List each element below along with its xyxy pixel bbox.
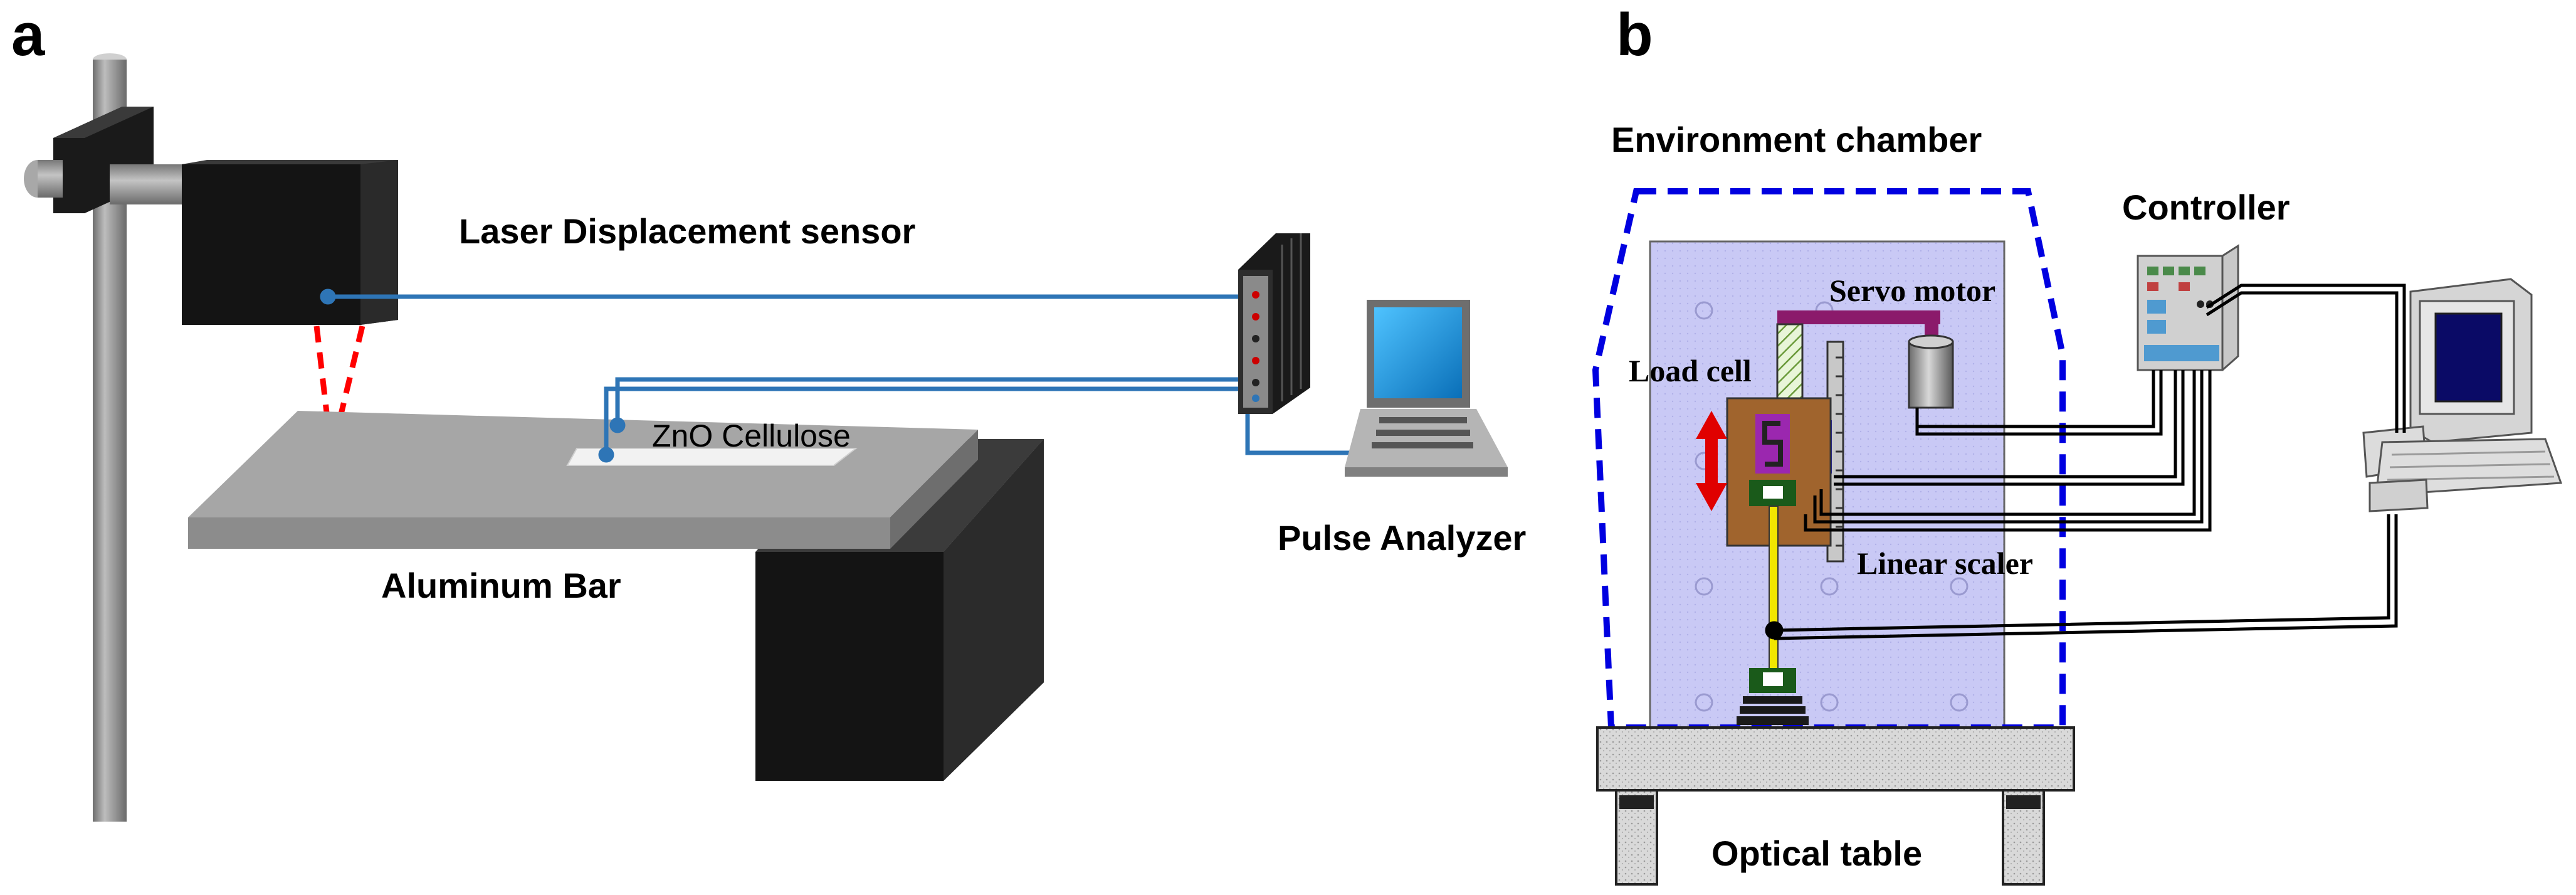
environment-chamber-boundary: [1592, 188, 2066, 731]
panel-a: a: [11, 1, 1526, 822]
pulse-analyzer-label: Pulse Analyzer: [1278, 518, 1526, 558]
panel-b: b Environment chamber Controller Servo m…: [1592, 1, 2563, 886]
zno-cellulose-sample: [566, 448, 858, 466]
laser-sensor: [182, 160, 398, 325]
stand-arm: [110, 164, 185, 204]
sample-label: ZnO Cellulose: [652, 418, 851, 453]
sample-holder: [1726, 397, 1832, 547]
controller-unit: [2137, 244, 2239, 371]
motion-arrow-icon: [1696, 411, 1727, 511]
linear-scaler-label: Linear scaler: [1857, 546, 2033, 581]
load-cell-label: Load cell: [1629, 353, 1752, 388]
controller-label: Controller: [2122, 188, 2290, 227]
chamber-label: Environment chamber: [1611, 120, 1982, 159]
pull-rod: [1769, 506, 1779, 676]
load-cell: [1776, 323, 1804, 401]
optical-table-label: Optical table: [1711, 834, 1922, 873]
aluminum-bar-label: Aluminum Bar: [381, 566, 621, 605]
optical-table: [1596, 726, 2075, 886]
bottom-grip: [1737, 668, 1809, 725]
desktop-computer: [2362, 278, 2563, 512]
aluminum-bar: [188, 411, 978, 549]
servo-motor-label: Servo motor: [1829, 273, 1995, 308]
control-cables: [1765, 283, 2406, 640]
servo-motor: [1777, 310, 1954, 409]
laser-sensor-label: Laser Displacement sensor: [459, 211, 915, 251]
panel-a-letter: a: [11, 1, 45, 68]
pulse-analyzer-unit: [1238, 233, 1310, 414]
laptop-computer: [1345, 300, 1508, 477]
panel-b-letter: b: [1616, 1, 1653, 68]
